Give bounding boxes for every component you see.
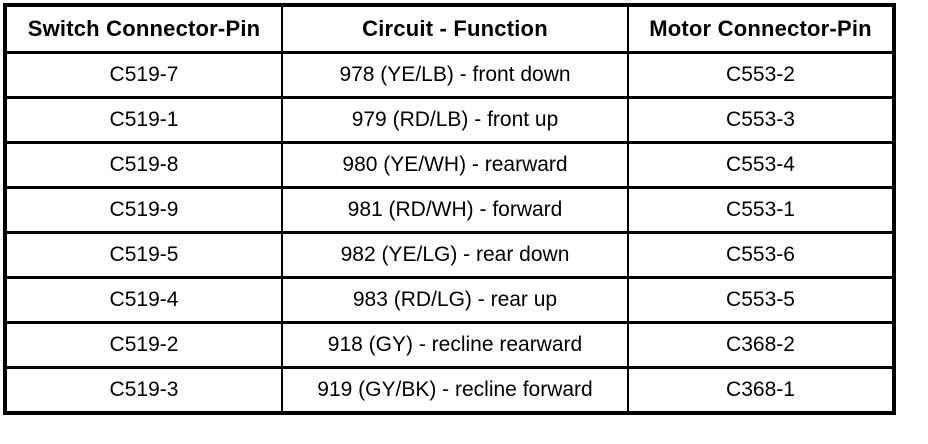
motor-pin-cell: C553-1: [627, 186, 895, 234]
table-header: Switch Connector-Pin Circuit - Function …: [4, 3, 895, 54]
header-circuit-function: Circuit - Function: [281, 3, 629, 54]
motor-pin-cell: C368-1: [627, 366, 895, 415]
circuit-function-cell: 978 (YE/LB) - front down: [281, 51, 629, 99]
switch-pin-cell: C519-9: [4, 186, 283, 234]
header-switch-connector-pin: Switch Connector-Pin: [4, 3, 283, 54]
switch-pin-cell: C519-3: [4, 366, 283, 415]
circuit-function-cell: 982 (YE/LG) - rear down: [281, 231, 629, 279]
circuit-function-cell: 918 (GY) - recline rearward: [281, 321, 629, 369]
circuit-function-cell: 919 (GY/BK) - recline forward: [281, 366, 629, 415]
circuit-function-cell: 979 (RD/LB) - front up: [281, 96, 629, 144]
switch-pin-cell: C519-1: [4, 96, 283, 144]
switch-pin-cell: C519-4: [4, 276, 283, 324]
connector-pinout-table: Switch Connector-Pin Circuit - Function …: [3, 3, 896, 415]
header-motor-connector-pin: Motor Connector-Pin: [627, 3, 895, 54]
switch-pin-cell: C519-2: [4, 321, 283, 369]
motor-pin-cell: C368-2: [627, 321, 895, 369]
switch-pin-cell: C519-8: [4, 141, 283, 189]
motor-pin-cell: C553-5: [627, 276, 895, 324]
circuit-function-cell: 983 (RD/LG) - rear up: [281, 276, 629, 324]
header-row: Switch Connector-Pin Circuit - Function …: [4, 3, 895, 54]
circuit-function-cell: 981 (RD/WH) - forward: [281, 186, 629, 234]
motor-pin-cell: C553-2: [627, 51, 895, 99]
switch-pin-cell: C519-7: [4, 51, 283, 99]
switch-pin-cell: C519-5: [4, 231, 283, 279]
circuit-function-cell: 980 (YE/WH) - rearward: [281, 141, 629, 189]
motor-pin-cell: C553-4: [627, 141, 895, 189]
motor-pin-cell: C553-3: [627, 96, 895, 144]
motor-pin-cell: C553-6: [627, 231, 895, 279]
